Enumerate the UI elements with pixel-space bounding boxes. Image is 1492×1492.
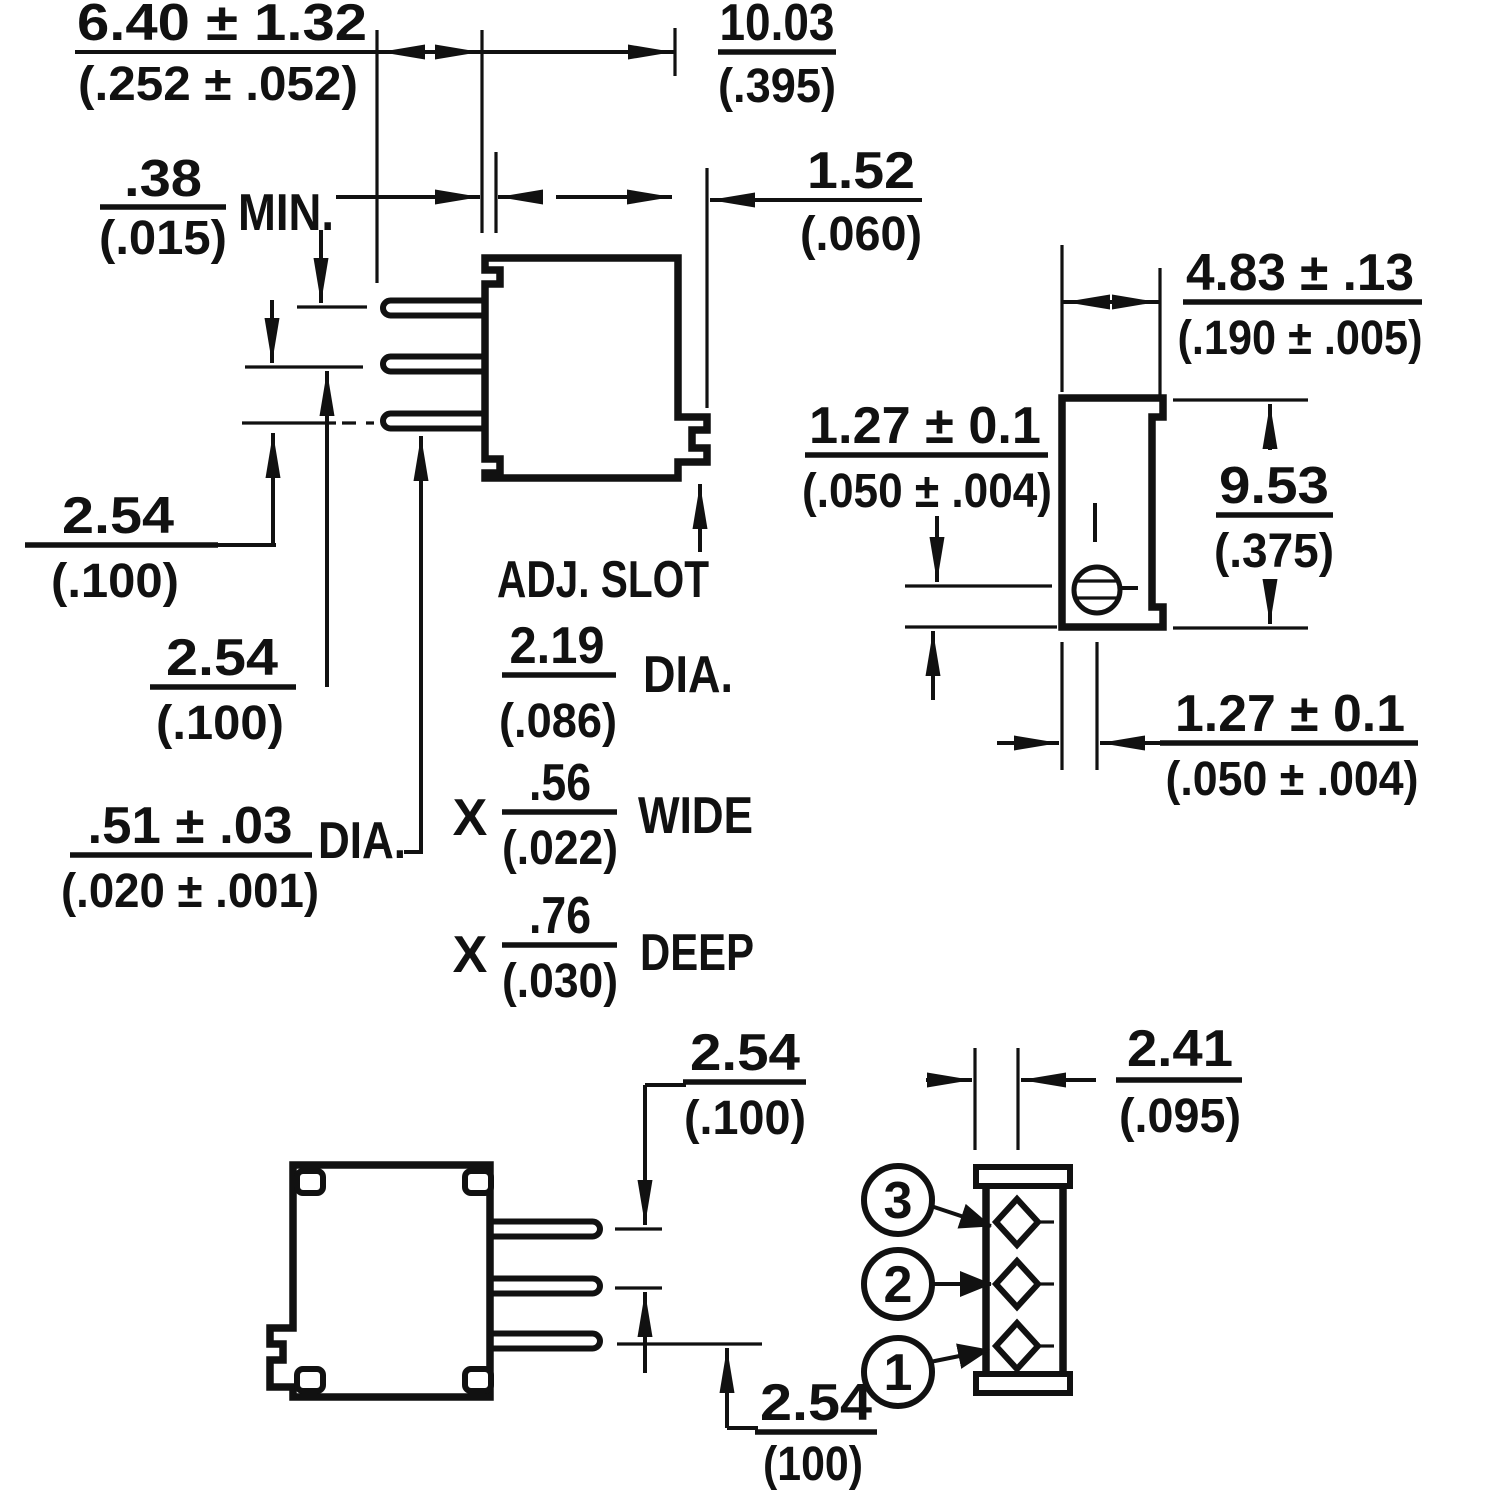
dim-slot-dia-mm: 2.19	[510, 617, 605, 675]
pin-end-extension-lines	[926, 1048, 1242, 1150]
bottom-flange	[973, 1371, 1073, 1396]
standoff-pad	[462, 1168, 494, 1196]
dim-lead-dia-in: (.020 ± .001)	[61, 865, 319, 918]
label-deep: DEEP	[640, 924, 754, 982]
pin-1-number: 1	[884, 1344, 913, 1402]
dim-pin-offset-in: (.095)	[1119, 1090, 1241, 1143]
pin-3-pad	[991, 1194, 1043, 1250]
pin-number-callouts: 3 2 1	[861, 1163, 992, 1409]
dim-screw-offset-v-in: (.050 ± .004)	[802, 465, 1052, 518]
pin-3-callout-circle	[861, 1163, 935, 1237]
dim-slot-deep-mm: .76	[529, 887, 591, 945]
top-flange	[973, 1164, 1073, 1189]
dim-standoff-mm: .38	[124, 150, 202, 208]
pin-2-pad	[991, 1256, 1043, 1312]
dim-line-second	[336, 189, 922, 208]
dim-standoff-in: (.015)	[99, 212, 227, 265]
dim-pitch-d-mm: 2.54	[760, 1374, 872, 1432]
corner-standoffs	[294, 1168, 494, 1394]
dim-screw-offset-h-in: (.050 ± .004)	[1166, 753, 1419, 806]
pin-1-pad	[991, 1318, 1043, 1374]
dim-slot-wide-in: (.022)	[502, 822, 618, 875]
end-view-extension-lines	[905, 245, 1308, 770]
pin-centerlines	[242, 305, 374, 425]
pin-end-view: 3 2 1 2.41 (.095)	[861, 1020, 1242, 1409]
screw-head	[1071, 564, 1123, 616]
bottom-view-dim-lines	[615, 1079, 877, 1435]
pin-lead-1	[380, 297, 500, 319]
bottom-side-view: 2.54 (.100) 2.54 (100)	[266, 1024, 877, 1491]
label-dia-lead: DIA.	[318, 812, 406, 870]
dim-pitch-a-in: (.100)	[51, 555, 179, 608]
dim-pitch-b-in: (.100)	[156, 697, 284, 750]
dim-body-height-in: (.375)	[1214, 525, 1334, 578]
dim-slot-deep-in: (.030)	[502, 955, 618, 1008]
dim-slot-wide-mm: .56	[529, 754, 591, 812]
end-view-arrows	[925, 294, 1278, 751]
dim-body-depth-in: (.190 ± .005)	[1178, 312, 1423, 365]
end-view: 4.83 ± .13 (.190 ± .005) 1.27 ± 0.1 (.05…	[802, 244, 1423, 806]
dim-slot-tab-mm: 1.52	[807, 142, 915, 200]
dim-pitch-c-in: (.100)	[684, 1092, 806, 1145]
label-x-deep: X	[453, 926, 488, 984]
standoff-pad	[462, 1366, 494, 1394]
pin-lead-3	[380, 410, 500, 432]
dim-pitch-d-in: (100)	[763, 1438, 863, 1491]
pin-2-callout-circle	[861, 1247, 935, 1321]
dim-slot-dia-in: (.086)	[499, 695, 617, 748]
standoff-pad	[294, 1366, 326, 1394]
side-view-fraction-bars	[25, 204, 617, 948]
dim-screw-offset-h-mm: 1.27 ± 0.1	[1175, 685, 1405, 743]
pin-3-number: 3	[884, 1172, 913, 1230]
label-dia-slot: DIA.	[643, 646, 733, 704]
dim-screw-offset-v-mm: 1.27 ± 0.1	[809, 397, 1041, 455]
dim-body-depth-mm: 4.83 ± .13	[1186, 244, 1414, 302]
side-view-extension-lines	[375, 28, 709, 408]
dim-lead-dia-mm: .51 ± .03	[88, 797, 293, 855]
bottom-view-body-outline	[266, 1161, 494, 1401]
dim-body-width-mm: 10.03	[720, 0, 835, 52]
side-view-body-outline	[481, 254, 711, 482]
adjustment-screw	[1071, 503, 1138, 616]
dim-pitch-b-mm: 2.54	[166, 629, 278, 687]
dim-pitch-a-mm: 2.54	[62, 487, 174, 545]
end-view-fraction-bars	[805, 299, 1422, 746]
dim-pin-offset-mm: 2.41	[1127, 1020, 1233, 1078]
label-x-wide: X	[453, 789, 488, 847]
pin-1-callout-circle	[861, 1335, 935, 1409]
side-view-arrows	[218, 230, 708, 854]
dim-body-width-in: (.395)	[718, 60, 836, 113]
side-view-pins	[380, 297, 500, 432]
pin-lead-3	[475, 1330, 603, 1352]
standoff-pad	[294, 1168, 326, 1196]
dim-lead-spread-in: (.252 ± .052)	[78, 58, 358, 111]
bottom-view-pins	[475, 1218, 603, 1352]
label-wide: WIDE	[638, 787, 753, 845]
pin-lead-2	[380, 353, 500, 375]
label-min: MIN.	[238, 184, 334, 242]
dim-pitch-c-mm: 2.54	[690, 1024, 800, 1082]
label-adj-slot: ADJ. SLOT	[497, 551, 709, 609]
pin-lead-2	[475, 1275, 603, 1297]
pin-diamonds	[991, 1194, 1054, 1374]
pin-lead-1	[475, 1218, 603, 1240]
dim-lead-spread-mm: 6.40 ± 1.32	[77, 0, 367, 52]
dim-slot-tab-in: (.060)	[800, 208, 922, 261]
side-view: 6.40 ± 1.32 (.252 ± .052) 10.03 (.395) .…	[25, 0, 922, 1008]
dim-body-height-mm: 9.53	[1219, 457, 1329, 515]
pin-2-number: 2	[884, 1256, 913, 1314]
